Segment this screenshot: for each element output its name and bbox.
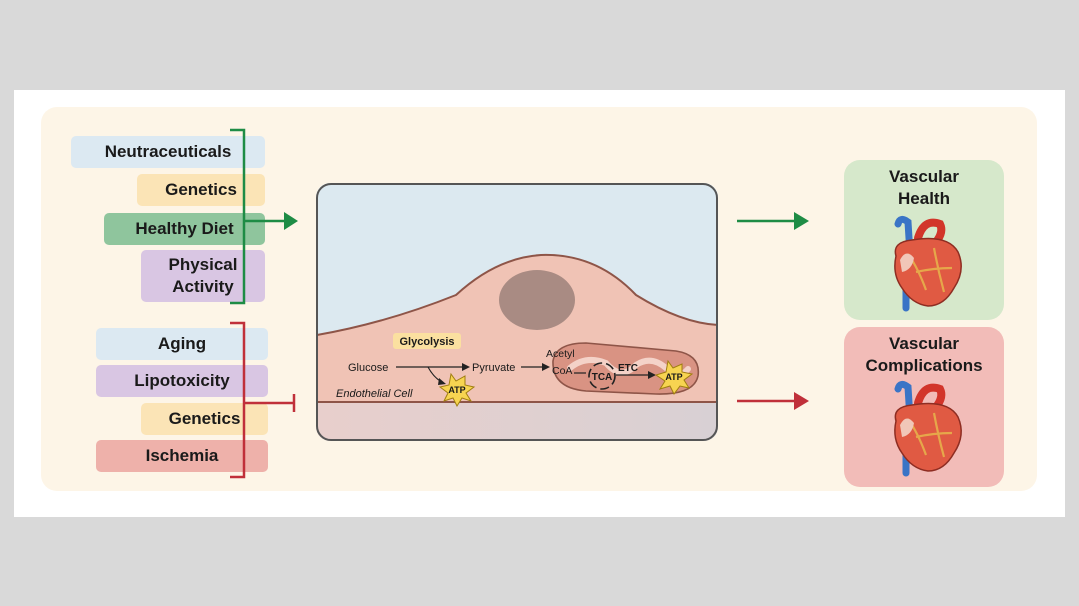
negative-bracket — [230, 321, 246, 479]
pyruvate-arrowhead — [542, 363, 550, 371]
vascular-complications-title-line1: Vascular — [889, 334, 959, 353]
etc-arrowhead — [648, 371, 656, 379]
vascular-health-title-line1: Vascular — [889, 167, 959, 186]
pyruvate-label: Pyruvate — [472, 362, 515, 374]
glucose-arrowhead — [462, 363, 470, 371]
positive-bracket — [230, 128, 246, 305]
factor-neutraceuticals: Neutraceuticals — [71, 136, 265, 168]
vascular-complications-box: Vascular Complications — [844, 327, 1004, 487]
complications-output-arrowhead — [794, 392, 809, 410]
connector-layer — [230, 128, 809, 479]
acetyl-label: Acetyl — [546, 348, 575, 360]
atp-branch-arrowhead — [438, 378, 446, 385]
endothelial-cell-label: Endothelial Cell — [336, 388, 413, 400]
basement-membrane — [316, 402, 718, 441]
figure-canvas: Neutraceuticals Genetics Healthy Diet Ph… — [14, 90, 1065, 517]
glycolysis-label: Glycolysis — [399, 336, 454, 348]
factor-healthy-diet: Healthy Diet — [104, 213, 265, 245]
vascular-health-title-line2: Health — [898, 189, 950, 209]
tca-cycle — [588, 362, 616, 390]
tca-label: TCA — [592, 372, 613, 383]
coa-label: CoA — [552, 365, 572, 377]
vascular-complications-title-line2: Complications — [865, 356, 983, 376]
heart-icon — [894, 215, 962, 312]
endothelial-cell-illustration: Glycolysis Glucose ATP Pyruvate Acetyl C… — [316, 183, 718, 441]
atp-glycolysis-label: ATP — [448, 385, 465, 395]
heart-icon — [894, 380, 962, 477]
positive-input-arrowhead — [284, 212, 298, 230]
factor-genetics-negative: Genetics — [141, 403, 268, 435]
health-output-arrowhead — [794, 212, 809, 230]
atp-burst-glycolysis — [438, 372, 476, 408]
mitochondrion — [552, 342, 700, 395]
etc-label: ETC — [618, 363, 638, 374]
cell-box-border — [316, 183, 718, 441]
vascular-health-box: Vascular Health — [844, 160, 1004, 320]
diagram-panel: Neutraceuticals Genetics Healthy Diet Ph… — [41, 107, 1037, 491]
factor-ischemia: Ischemia — [96, 440, 268, 472]
factor-aging: Aging — [96, 328, 268, 360]
glycolysis-pill — [393, 333, 461, 349]
factor-lipotoxicity: Lipotoxicity — [96, 365, 268, 397]
atp-burst-mitochondrion — [654, 359, 694, 395]
atp-mitochondrion-label: ATP — [665, 372, 682, 382]
glucose-label: Glucose — [348, 362, 388, 374]
nucleus — [499, 270, 575, 330]
